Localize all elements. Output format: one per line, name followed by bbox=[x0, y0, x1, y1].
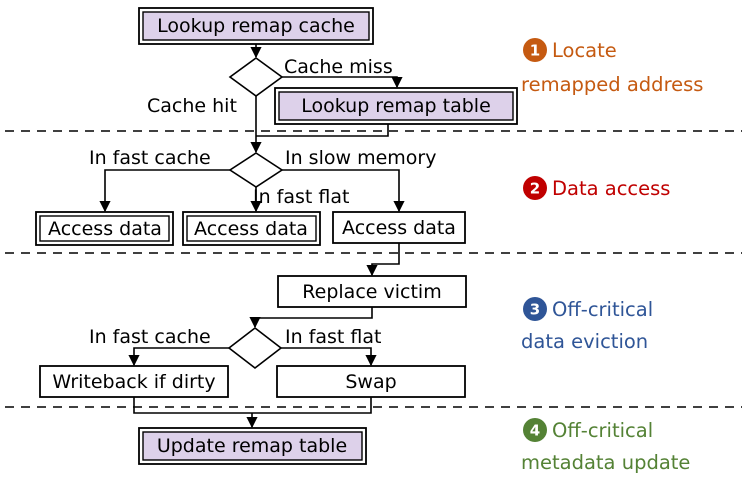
phase-1-title: Locate bbox=[552, 39, 617, 62]
phase-1-number: 1 bbox=[530, 42, 540, 60]
phase-4: 4 Off-critical metadata update bbox=[521, 418, 690, 474]
replace-victim-node: Replace victim bbox=[277, 275, 467, 308]
edge-to-replace-victim bbox=[366, 243, 400, 277]
edge-in-slow-memory bbox=[282, 169, 405, 213]
access-data-slow-node: Access data bbox=[332, 211, 466, 244]
update-remap-table-node: Update remap table bbox=[138, 427, 367, 465]
edge-to-decision3 bbox=[249, 307, 373, 329]
phase-3-title: Off-critical bbox=[552, 298, 653, 321]
lookup-remap-cache-node: Lookup remap cache bbox=[138, 7, 374, 45]
lookup-remap-table-node: Lookup remap table bbox=[274, 87, 518, 125]
access-data-fast-flat-label: Access data bbox=[194, 218, 308, 240]
swap-label: Swap bbox=[345, 371, 396, 393]
decision-victim-location bbox=[227, 326, 283, 370]
decision-data-location bbox=[228, 152, 284, 188]
phase-2-title: Data access bbox=[552, 177, 670, 200]
phase-2-number: 2 bbox=[530, 180, 540, 198]
phase-1: 1 Locate remapped address bbox=[521, 38, 703, 96]
access-data-fast-cache-label: Access data bbox=[48, 218, 162, 240]
in-fast-cache-label-2: In fast cache bbox=[89, 326, 211, 348]
lookup-remap-cache-label: Lookup remap cache bbox=[157, 15, 355, 37]
edge-table-merge bbox=[256, 124, 389, 137]
in-fast-flat-label-2: In fast flat bbox=[285, 326, 381, 348]
phase-2-badge bbox=[523, 176, 547, 200]
replace-victim-label: Replace victim bbox=[302, 281, 441, 303]
swap-node: Swap bbox=[276, 365, 466, 398]
edge-in-fast-flat-2 bbox=[281, 347, 377, 367]
access-data-fast-cache-node: Access data bbox=[35, 211, 174, 246]
writeback-node: Writeback if dirty bbox=[39, 365, 229, 398]
edge-in-fast-cache bbox=[99, 169, 230, 213]
phase-4-badge bbox=[523, 418, 547, 442]
phase-3-badge bbox=[523, 297, 547, 321]
writeback-label: Writeback if dirty bbox=[52, 371, 215, 393]
cache-miss-label: Cache miss bbox=[284, 56, 393, 78]
access-data-slow-label: Access data bbox=[342, 217, 456, 239]
phase-2: 2 Data access bbox=[523, 176, 670, 200]
in-fast-flat-label-1: In fast flat bbox=[253, 186, 349, 208]
lookup-remap-table-label: Lookup remap table bbox=[301, 95, 491, 117]
phase-1-badge bbox=[523, 38, 547, 62]
edge-in-fast-cache-2 bbox=[128, 347, 229, 367]
edge-swap-merge bbox=[252, 397, 372, 414]
in-fast-cache-label-1: In fast cache bbox=[89, 147, 211, 169]
phase-4-subtitle: metadata update bbox=[521, 451, 690, 474]
edge-writeback-merge bbox=[133, 397, 252, 414]
phase-3-number: 3 bbox=[530, 301, 540, 319]
cache-hit-label: Cache hit bbox=[147, 95, 237, 117]
access-data-fast-flat-node: Access data bbox=[182, 211, 321, 246]
phase-3-subtitle: data eviction bbox=[521, 330, 648, 353]
update-remap-table-label: Update remap table bbox=[157, 435, 347, 457]
in-slow-memory-label: In slow memory bbox=[285, 147, 436, 169]
edge-cache-miss bbox=[282, 76, 403, 89]
phase-4-number: 4 bbox=[530, 422, 540, 440]
phase-3: 3 Off-critical data eviction bbox=[521, 297, 653, 353]
phase-4-title: Off-critical bbox=[552, 419, 653, 442]
phase-1-subtitle: remapped address bbox=[521, 73, 703, 96]
